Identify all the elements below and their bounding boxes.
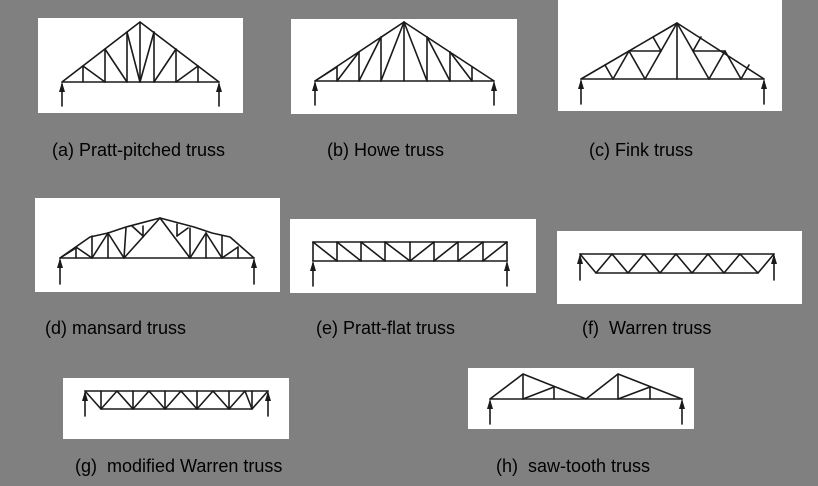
truss-diagram-pratt-flat (290, 219, 536, 293)
pratt-flat-truss-drawing (310, 241, 510, 287)
caption-fink: (c) Fink truss (589, 140, 694, 160)
truss-diagram-mansard (35, 198, 280, 292)
modified-warren-truss-drawing (82, 390, 271, 417)
caption-warren: (f) Warren truss (582, 318, 712, 338)
truss-diagram-warren (557, 231, 802, 304)
truss-diagram-pratt-pitched (38, 18, 243, 113)
truss-diagram-modified-warren (63, 378, 289, 439)
fink-truss-drawing (578, 22, 767, 105)
truss-diagram-fink (558, 0, 782, 111)
caption-mansard: (d) mansard truss (45, 318, 187, 338)
caption-pratt-flat: (e) Pratt-flat truss (316, 318, 456, 338)
warren-truss-drawing (577, 253, 777, 281)
caption-pratt-pitched: (a) Pratt-pitched truss (52, 140, 226, 160)
truss-diagram-saw-tooth (468, 368, 694, 429)
caption-saw-tooth: (h) saw-tooth truss (496, 456, 651, 476)
saw-tooth-truss-drawing (487, 373, 685, 425)
caption-modified-warren: (g) modified Warren truss (75, 456, 283, 476)
mansard-truss-drawing (57, 217, 257, 285)
caption-howe: (b) Howe truss (327, 140, 445, 160)
pratt-pitched-truss-drawing (59, 21, 222, 107)
truss-diagram-howe (291, 19, 517, 114)
howe-truss-drawing (312, 21, 497, 106)
